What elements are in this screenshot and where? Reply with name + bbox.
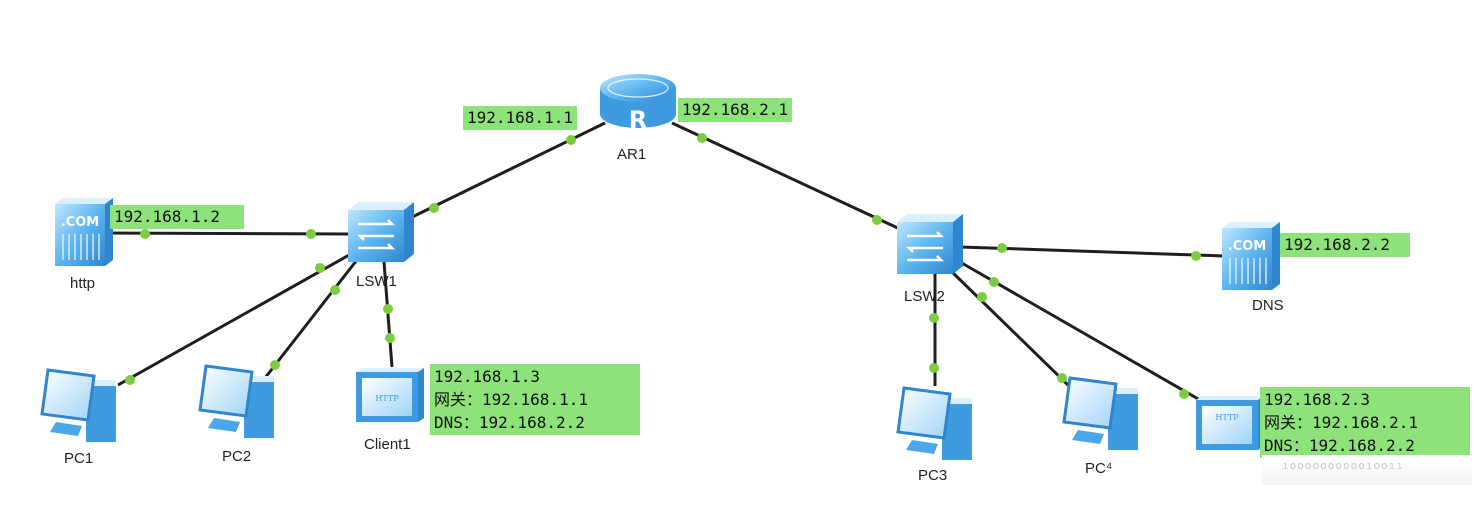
port-dot <box>429 203 439 213</box>
client2-dns: DNS：192.168.2.2 <box>1264 436 1415 455</box>
link-lsw2-pc4 <box>948 268 1070 387</box>
client1-gateway: 网关：192.168.1.1 <box>434 390 588 409</box>
ip-tag-dns: 192.168.2.2 <box>1280 233 1410 257</box>
pc-label: PC⁴ <box>1085 460 1113 477</box>
port-dot <box>140 229 150 239</box>
port-dot <box>929 363 939 373</box>
pc-label: PC1 <box>64 450 94 467</box>
http-client-icon: HTTP <box>1196 396 1264 450</box>
router-label: AR1 <box>617 146 647 163</box>
port-dot <box>270 360 280 370</box>
switch-label: LSW1 <box>356 273 397 290</box>
port-dot <box>929 313 939 323</box>
svg-text:HTTP: HTTP <box>1215 413 1239 422</box>
pc-label: PC3 <box>918 467 948 484</box>
server-label: http <box>70 275 96 292</box>
port-dot <box>566 135 576 145</box>
links <box>109 121 1226 402</box>
client2-gateway: 网关：192.168.2.1 <box>1264 413 1418 432</box>
port-dot <box>1057 373 1067 383</box>
svg-text:.COM: .COM <box>61 215 99 230</box>
client1-config-tag: 192.168.1.3 网关：192.168.1.1 DNS：192.168.2… <box>430 364 640 435</box>
port-dot <box>383 304 393 314</box>
ip-tag-http: 192.168.1.2 <box>110 205 244 229</box>
svg-text:.COM: .COM <box>1228 239 1266 254</box>
pc-icon <box>896 386 972 460</box>
router-icon: R <box>600 74 676 134</box>
link-ar1-lsw2 <box>671 121 903 232</box>
client-label: Client1 <box>364 436 411 453</box>
pc-icon <box>198 364 274 438</box>
client2-config-tag: 192.168.2.3 网关：192.168.2.1 DNS：192.168.2… <box>1260 387 1470 458</box>
pc-icon <box>40 368 116 442</box>
port-dot <box>977 292 987 302</box>
client1-dns: DNS：192.168.2.2 <box>434 413 585 432</box>
faint-overlay: ıooooooooooıooıı <box>1262 455 1472 485</box>
ip-tag-ar1-left: 192.168.1.1 <box>463 106 577 130</box>
ip-tag-ar1-right: 192.168.2.1 <box>678 98 792 122</box>
dns-server-icon: .COM <box>1222 222 1280 290</box>
port-dot <box>125 375 135 385</box>
switch-icon <box>897 214 963 274</box>
server-label: DNS <box>1252 297 1284 314</box>
port-dots <box>125 133 1201 399</box>
port-dot <box>1179 389 1189 399</box>
link-lsw2-client2 <box>959 260 1201 402</box>
port-dot <box>385 333 395 343</box>
http-client-icon: HTTP <box>356 368 424 422</box>
port-dot <box>697 133 707 143</box>
pc-icon <box>1062 376 1138 450</box>
port-dot <box>989 277 999 287</box>
port-dot <box>872 215 882 225</box>
dns-server-icon: .COM <box>55 198 113 266</box>
link-lsw1-client1 <box>382 261 394 368</box>
link-lsw1-pc2 <box>263 255 362 379</box>
port-dot <box>330 285 340 295</box>
client2-ip: 192.168.2.3 <box>1264 390 1370 409</box>
client1-ip: 192.168.1.3 <box>434 367 540 386</box>
port-dot <box>306 229 316 239</box>
port-dot <box>315 263 325 273</box>
port-dot <box>1191 251 1201 261</box>
faint-text: ıooooooooooıooıı <box>1282 459 1404 472</box>
svg-text:R: R <box>629 106 647 134</box>
pc-label: PC2 <box>222 448 252 465</box>
port-dot <box>997 243 1007 253</box>
switch-label: LSW2 <box>904 288 945 305</box>
svg-text:HTTP: HTTP <box>375 394 399 403</box>
switch-icon <box>348 202 414 262</box>
